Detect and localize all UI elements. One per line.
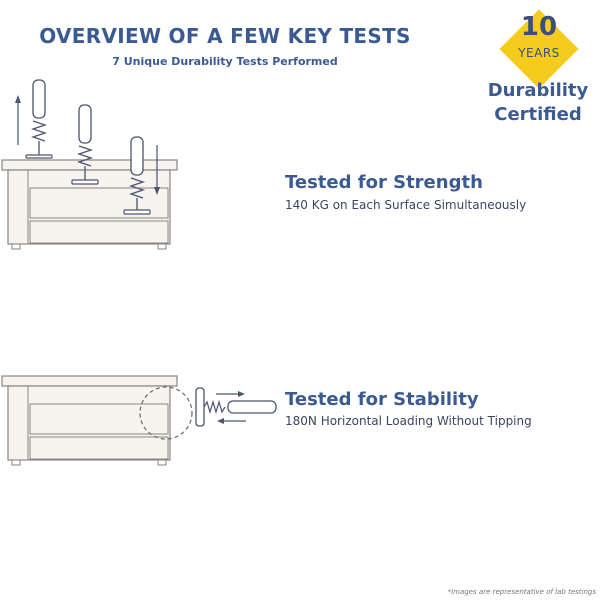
table-load-test-icon — [1, 79, 178, 250]
stability-test-title: Tested for Stability — [285, 389, 479, 410]
certification-badge-icon — [497, 7, 581, 91]
page-title: OVERVIEW OF A FEW KEY TESTS — [39, 24, 411, 48]
strength-test-title: Tested for Strength — [285, 172, 483, 193]
certification-line-2: Certified — [494, 104, 582, 125]
badge-years-number: 10 — [520, 12, 558, 42]
table-push-test-icon — [1, 375, 277, 466]
certification-line-1: Durability — [487, 80, 589, 101]
page-subtitle: 7 Unique Durability Tests Performed — [112, 55, 338, 68]
badge-years-label: YEARS — [518, 46, 560, 60]
stability-test-description: 180N Horizontal Loading Without Tipping — [285, 414, 532, 428]
footnote: *Images are representative of lab testin… — [447, 588, 596, 596]
strength-test-description: 140 KG on Each Surface Simultaneously — [285, 198, 527, 212]
